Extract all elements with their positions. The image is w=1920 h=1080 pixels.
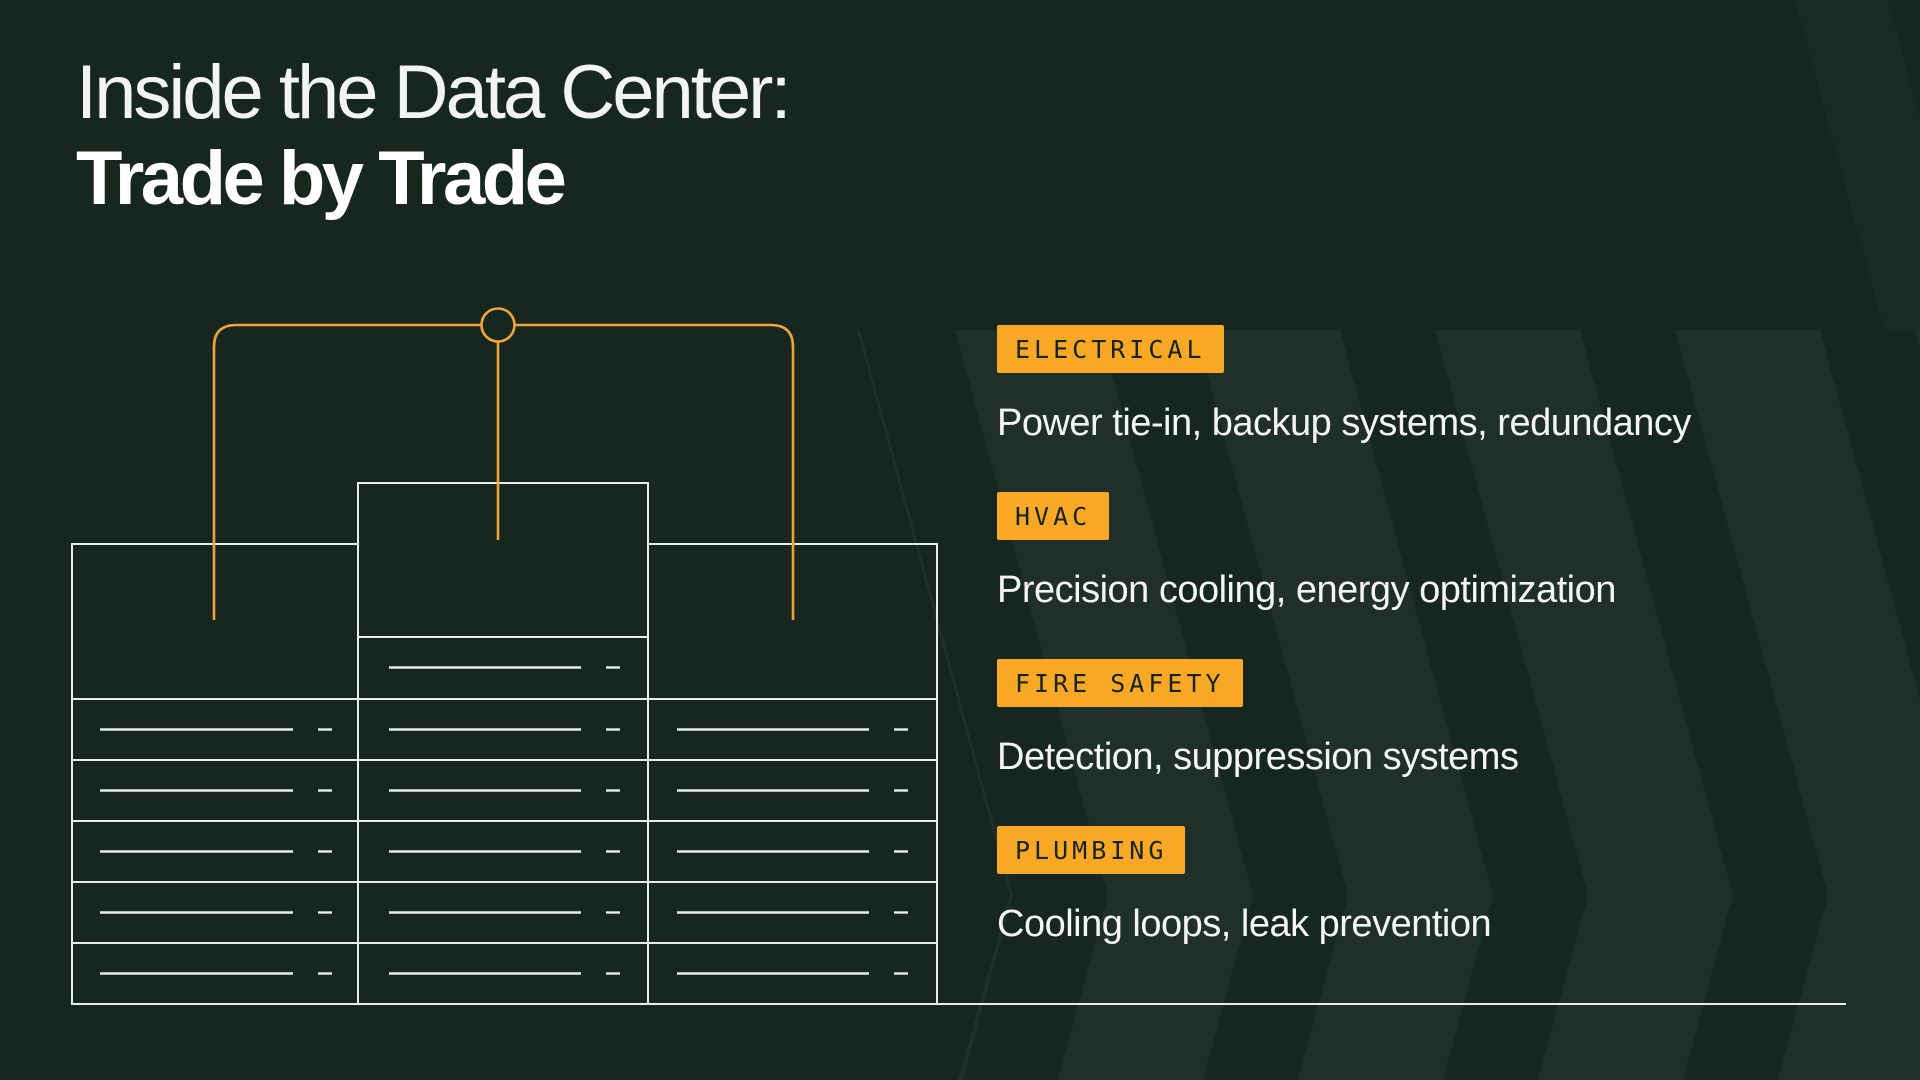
title-line-1: Inside the Data Center: <box>76 50 792 135</box>
power-feed-line <box>212 323 795 620</box>
trade-item-hvac: HVAC Precision cooling, energy optimizat… <box>997 492 1616 613</box>
power-circuit <box>212 307 795 620</box>
trade-description-hvac: Precision cooling, energy optimization <box>997 569 1616 611</box>
trade-badge-electrical: ELECTRICAL <box>997 325 1224 373</box>
rack-cabinets <box>71 482 1846 1005</box>
title-line-2: Trade by Trade <box>76 136 567 221</box>
trade-description-fire-safety: Detection, suppression systems <box>997 736 1519 778</box>
corner-chevron-sliver <box>1795 0 1920 330</box>
trade-item-plumbing: PLUMBING Cooling loops, leak prevention <box>997 826 1492 947</box>
trade-badge-hvac: HVAC <box>997 492 1110 540</box>
trade-description-electrical: Power tie-in, backup systems, redundancy <box>997 402 1691 444</box>
server-slots <box>100 666 908 975</box>
trade-badge-plumbing: PLUMBING <box>997 826 1186 874</box>
rack-center <box>357 482 649 1005</box>
trade-item-fire-safety: FIRE SAFETY Detection, suppression syste… <box>997 659 1519 780</box>
trade-item-electrical: ELECTRICAL Power tie-in, backup systems,… <box>997 325 1691 446</box>
page-title: Inside the Data Center: Trade by Trade <box>76 50 792 222</box>
trade-badge-fire-safety: FIRE SAFETY <box>997 659 1243 707</box>
trade-description-plumbing: Cooling loops, leak prevention <box>997 903 1492 945</box>
junction-circle-icon <box>480 307 516 343</box>
chevron-pattern-background <box>857 0 1920 1080</box>
